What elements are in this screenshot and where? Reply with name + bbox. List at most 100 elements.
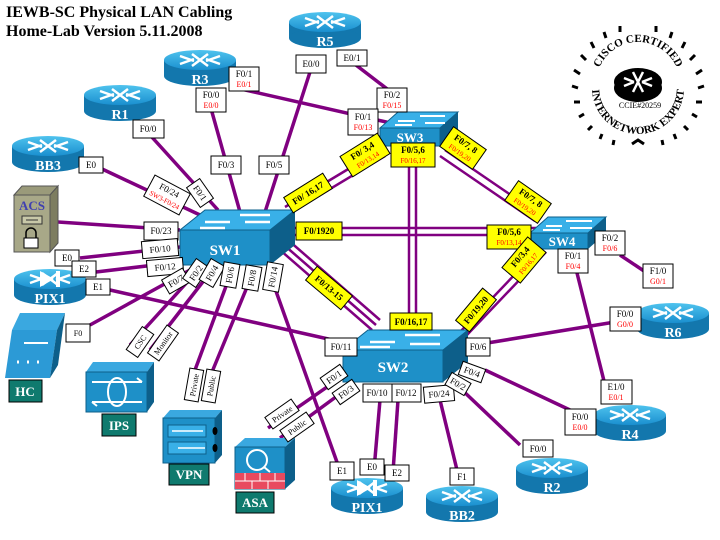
- svg-text:Private: Private: [188, 373, 201, 397]
- hub-hc[interactable]: HC: [5, 313, 65, 403]
- port-label: F0/6: [219, 261, 241, 289]
- svg-text:PIX1: PIX1: [351, 501, 382, 516]
- svg-text:F0/10: F0/10: [366, 388, 388, 398]
- svg-text:R2: R2: [543, 481, 560, 496]
- svg-text:F0/4: F0/4: [566, 262, 581, 271]
- svg-text:F0/8: F0/8: [246, 269, 259, 287]
- appliance-ips[interactable]: IPS: [85, 362, 154, 437]
- svg-text:F0/2: F0/2: [602, 233, 619, 243]
- trunk-label: F0/5,6F0/13,14: [486, 224, 532, 250]
- port-label: F1/0G0/1: [642, 263, 674, 289]
- svg-text:E0/1: E0/1: [236, 80, 251, 89]
- switch-sw3[interactable]: SW3: [378, 111, 460, 147]
- svg-text:BB3: BB3: [35, 159, 61, 174]
- svg-text:E0: E0: [86, 160, 96, 170]
- svg-text:F0/10: F0/10: [149, 243, 171, 255]
- svg-text:E0/1: E0/1: [344, 53, 361, 63]
- router-r2[interactable]: R2: [514, 456, 590, 496]
- svg-text:ASA: ASA: [242, 495, 269, 510]
- svg-text:E0/0: E0/0: [203, 101, 218, 110]
- pix1-left[interactable]: PIX1: [12, 267, 88, 307]
- svg-text:F0: F0: [74, 329, 82, 338]
- router-r5[interactable]: R5: [287, 10, 363, 50]
- port-label: F0/8: [241, 264, 263, 292]
- appliance-asa[interactable]: ASA: [234, 438, 295, 514]
- svg-text:E0: E0: [367, 462, 377, 472]
- port-label: F0/1F0/13: [347, 108, 379, 136]
- port-label: F0/0E0/0: [564, 408, 597, 436]
- port-label: E2: [71, 260, 97, 278]
- svg-text:F0/1920: F0/1920: [304, 226, 335, 236]
- router-r3[interactable]: R3: [162, 48, 238, 88]
- svg-text:F0/0: F0/0: [530, 444, 547, 454]
- svg-text:F0/13: F0/13: [354, 123, 373, 132]
- port-label: F0/2F0/15: [376, 87, 408, 113]
- ccie-badge: CISCO CERTIFIED INTERNETWORK EXPERT CCIE…: [571, 26, 705, 146]
- server-acs[interactable]: ACS: [12, 184, 60, 254]
- appliance-vpn[interactable]: VPN: [162, 410, 222, 486]
- svg-text:F0/13,14: F0/13,14: [496, 239, 522, 247]
- svg-text:F0/5: F0/5: [266, 160, 283, 170]
- svg-text:IPS: IPS: [109, 418, 129, 433]
- svg-text:E0/0: E0/0: [572, 423, 587, 432]
- router-r5-label: R5: [316, 35, 333, 50]
- svg-text:CISCO CERTIFIED: CISCO CERTIFIED: [591, 33, 685, 69]
- diagram-title: IEWB-SC Physical LAN Cabling: [6, 4, 233, 21]
- port-label: F0/1: [185, 177, 215, 209]
- port-label: E1: [329, 461, 355, 481]
- port-label: F0/14: [262, 261, 284, 293]
- port-label: F0/2: [444, 371, 472, 397]
- port-label: F0/3: [210, 155, 242, 175]
- port-label: F0/6: [465, 337, 491, 357]
- svg-text:G0/0: G0/0: [617, 320, 633, 329]
- port-label: F0/0E0/0: [195, 87, 227, 113]
- svg-text:SW3: SW3: [397, 130, 424, 145]
- svg-text:F0/1: F0/1: [355, 112, 372, 122]
- svg-text:F0/23: F0/23: [150, 226, 172, 236]
- port-label: E0: [78, 156, 104, 174]
- router-r6[interactable]: R6: [635, 301, 711, 341]
- port-label: F0/2F0/6: [594, 230, 626, 256]
- svg-text:F0/24: F0/24: [428, 388, 450, 400]
- svg-text:F0/5,6: F0/5,6: [401, 145, 425, 155]
- port-label: Public: [200, 368, 222, 404]
- svg-text:F0/5,6: F0/5,6: [497, 227, 521, 237]
- port-label: F0/11: [324, 337, 358, 357]
- svg-text:VPN: VPN: [176, 467, 203, 482]
- svg-text:SW4: SW4: [549, 234, 576, 249]
- svg-text:F0/0: F0/0: [617, 309, 634, 319]
- svg-text:HC: HC: [15, 384, 35, 399]
- svg-text:F0/2: F0/2: [384, 90, 401, 100]
- svg-text:F0/12: F0/12: [154, 261, 176, 273]
- svg-text:F0/0: F0/0: [572, 412, 589, 422]
- svg-text:F1/0: F1/0: [650, 266, 667, 276]
- port-label: F0/4: [198, 257, 226, 289]
- svg-text:R4: R4: [621, 428, 638, 443]
- switch-sw1[interactable]: SW1: [178, 209, 297, 266]
- ccie-number: CCIE#20259: [619, 101, 661, 110]
- svg-text:E0/1: E0/1: [608, 393, 623, 402]
- svg-text:PIX1: PIX1: [34, 292, 65, 307]
- svg-text:F0/16,17: F0/16,17: [395, 317, 428, 327]
- trunk-label: F0/ 16,17: [283, 172, 333, 214]
- trunk-label: F0/7, 8F0/19,20: [439, 126, 487, 170]
- trunk-label: F0/5,6F0/16,17: [390, 142, 436, 168]
- router-bb2[interactable]: BB2: [424, 484, 500, 524]
- port-label: F0/23: [143, 221, 179, 241]
- svg-text:G0/1: G0/1: [650, 277, 666, 286]
- svg-text:F0/1: F0/1: [565, 251, 582, 261]
- svg-text:F0/16,17: F0/16,17: [400, 157, 426, 165]
- port-label: E0: [359, 458, 385, 476]
- switch-sw2[interactable]: SW2: [341, 329, 470, 383]
- port-label: E2: [384, 464, 410, 482]
- trunk-label: F0/13-15: [304, 265, 354, 311]
- port-label: Private: [183, 367, 205, 403]
- port-label: F0: [65, 323, 91, 343]
- port-label: F0/10: [140, 238, 180, 260]
- router-bb3[interactable]: BB3: [10, 134, 86, 174]
- pix1-bottom[interactable]: PIX1: [329, 476, 405, 516]
- router-r4[interactable]: R4: [592, 403, 668, 443]
- router-r1[interactable]: R1: [82, 83, 158, 123]
